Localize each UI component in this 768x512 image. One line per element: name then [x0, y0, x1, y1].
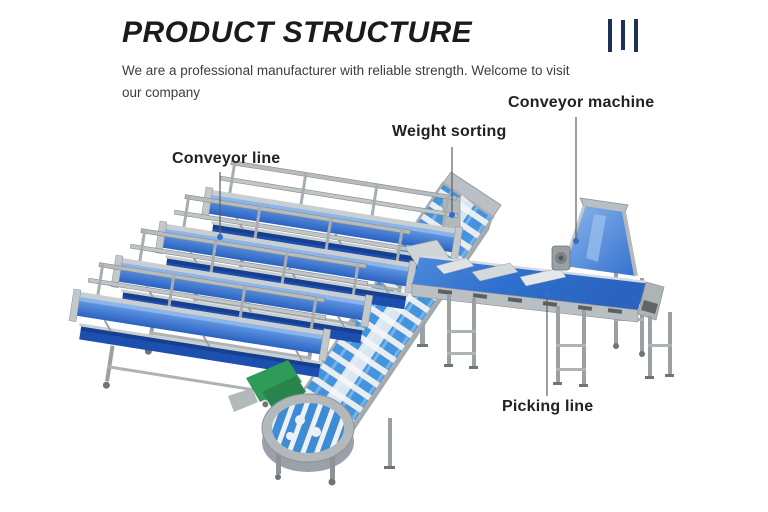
conveyor-machine-body [551, 197, 638, 277]
bar-icon [634, 19, 638, 52]
leader-lines [219, 117, 577, 396]
conveyor-line-dot [217, 234, 223, 240]
weight-sorting-dot [449, 212, 455, 218]
picking-line-dot [544, 291, 550, 297]
table-legs [447, 294, 672, 384]
conveyor-machine-label: Conveyor machine [508, 94, 655, 111]
page-subtitle: We are a professional manufacturer with … [122, 60, 569, 104]
subtitle-line-2: our company [122, 85, 201, 100]
table-feet [444, 364, 674, 387]
weight-sorting-label: Weight sorting [392, 123, 507, 140]
picking-line-label: Picking line [502, 398, 594, 415]
green-chute-2 [262, 376, 306, 408]
bar-icon [608, 19, 612, 52]
conveyor-machine-dot [573, 238, 579, 244]
leader-dots [217, 212, 579, 297]
triple-bars-icon [608, 19, 638, 52]
green-chute [246, 360, 302, 402]
page-title: PRODUCT STRUCTURE [122, 16, 473, 49]
subtitle-line-1: We are a professional manufacturer with … [122, 63, 570, 78]
conveyor-line-label: Conveyor line [172, 150, 281, 167]
picking-table [404, 239, 674, 387]
bar-icon [621, 20, 625, 50]
sorter-turnaround [228, 360, 355, 486]
